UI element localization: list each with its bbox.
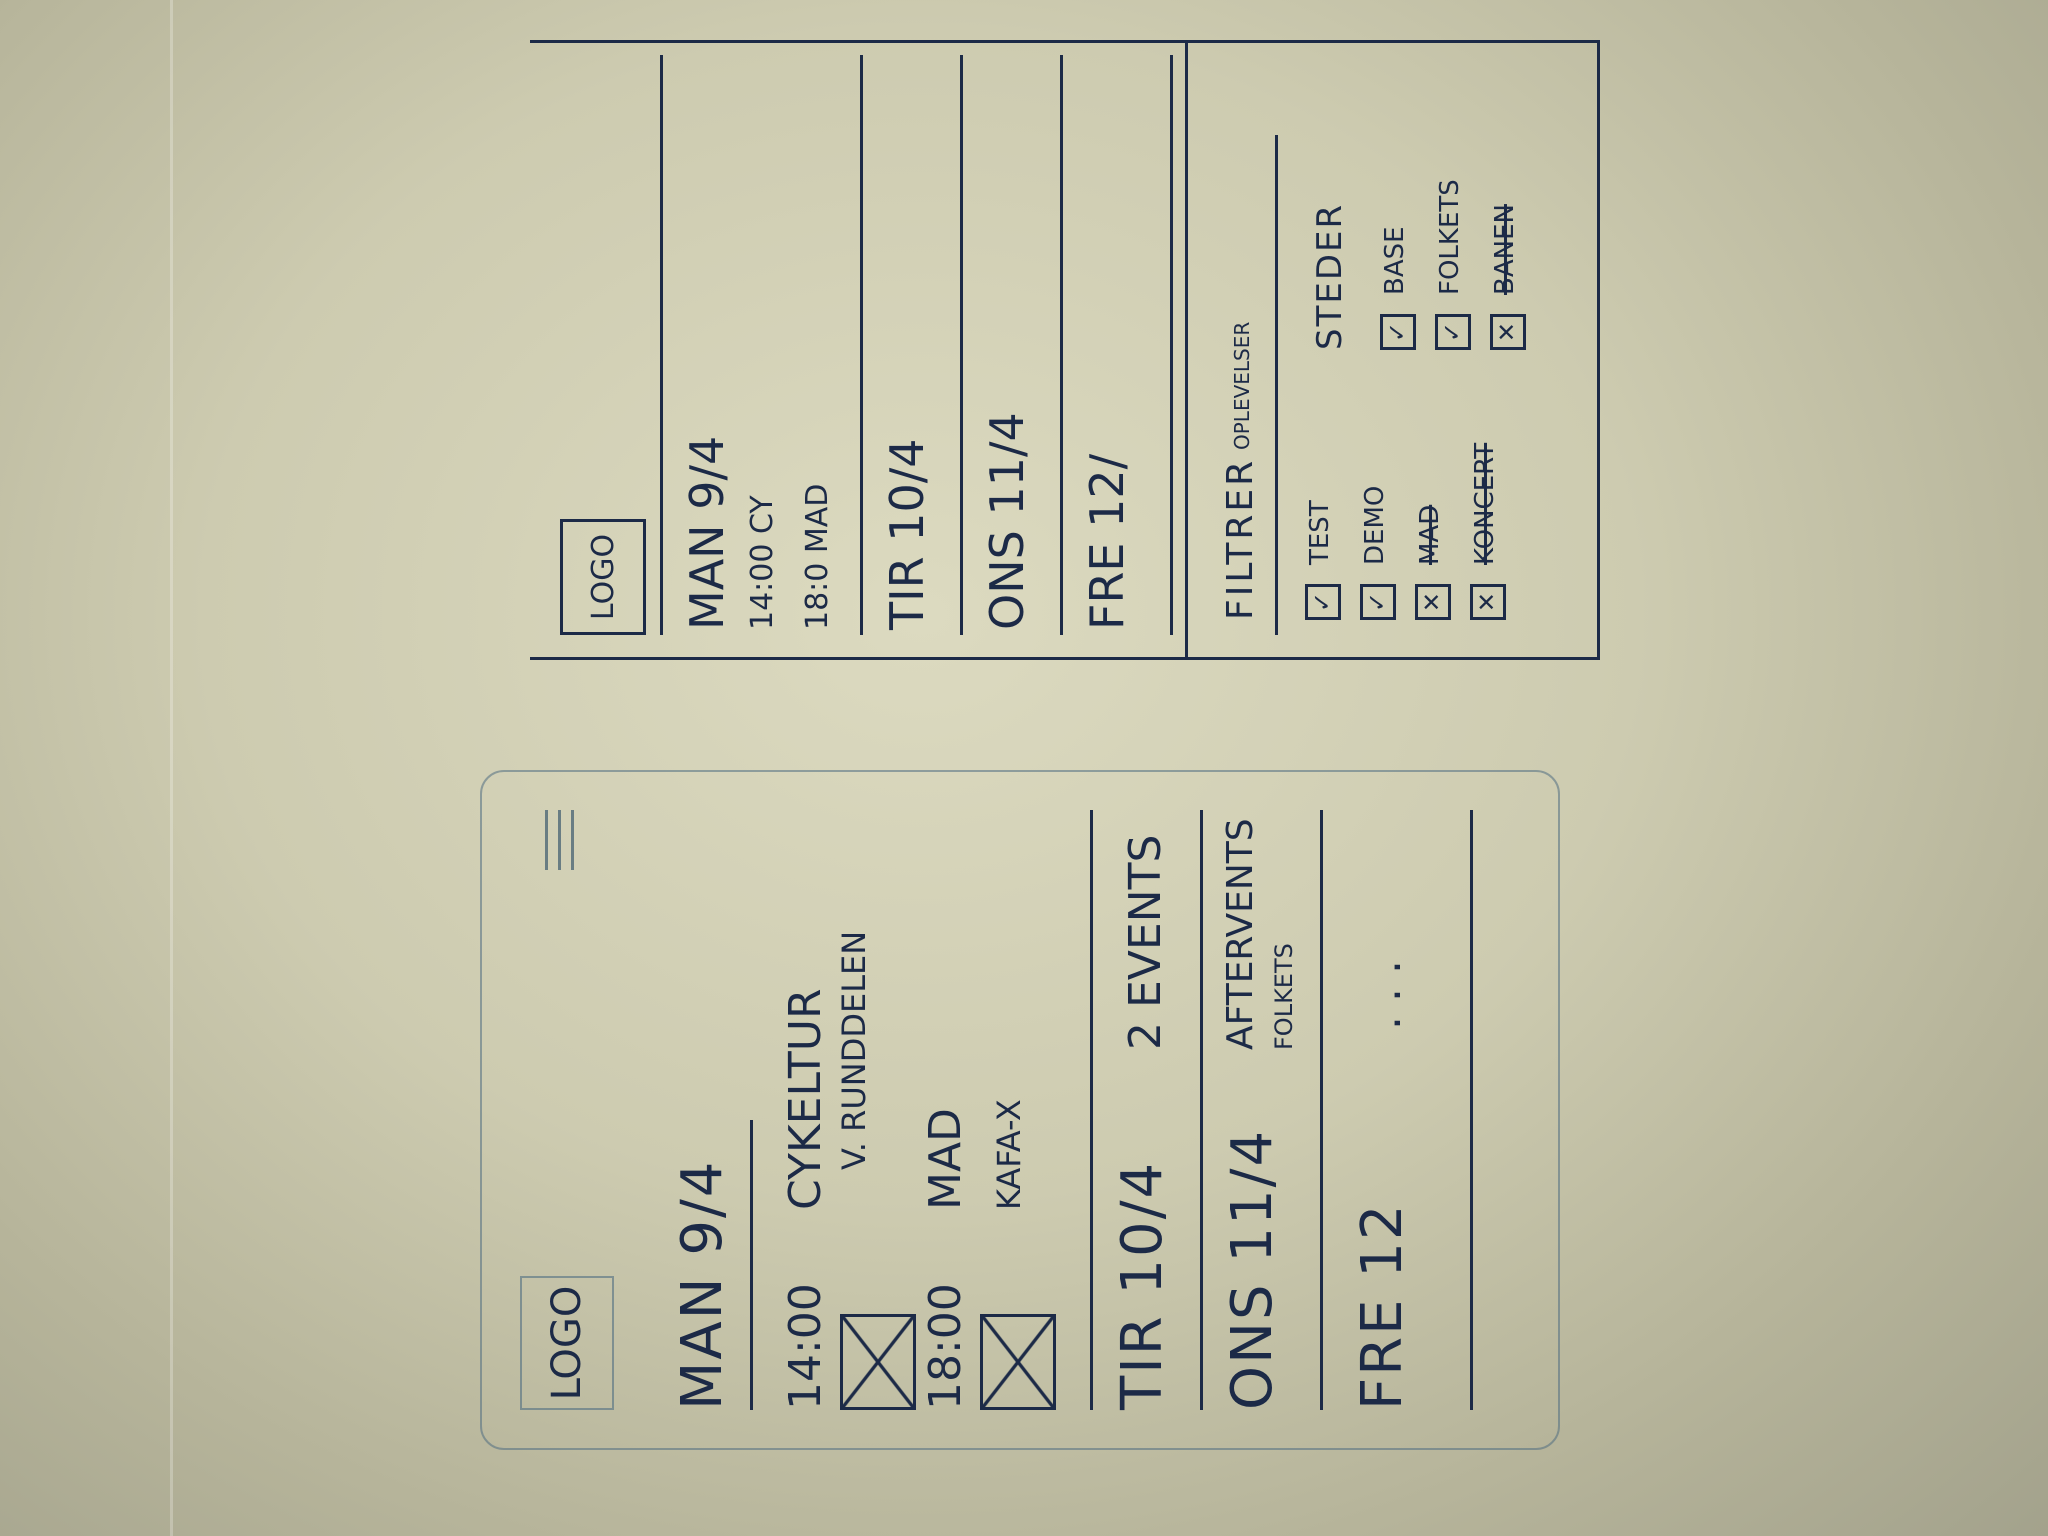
- divider: [1200, 810, 1203, 1410]
- divider: [1320, 810, 1323, 1410]
- filter-title: FILTRER: [1220, 457, 1261, 620]
- mobile-more-ellipsis: . . .: [1360, 960, 1411, 1030]
- checkbox-checked-icon[interactable]: ✓: [1380, 314, 1416, 350]
- divider: [1170, 55, 1173, 635]
- mobile-event-title[interactable]: MAD: [920, 1108, 971, 1210]
- checkbox-unchecked-icon[interactable]: ✕: [1415, 584, 1451, 620]
- mobile-day-summary: 2 EVENTS: [1120, 834, 1171, 1050]
- mobile-event-subtitle: V. RUNDDELEN: [835, 930, 873, 1170]
- filter-subtitle: OPLEVELSER: [1230, 321, 1254, 450]
- desktop-logo-box: LOGO: [560, 519, 646, 635]
- desktop-day-tuesday[interactable]: TIR 10/4: [880, 438, 934, 630]
- mobile-event-subtitle: KAFA-X: [990, 1099, 1028, 1210]
- places-title: STEDER: [1310, 202, 1350, 350]
- divider: [1470, 810, 1473, 1410]
- filter-option-label: MAD: [1415, 504, 1445, 565]
- image-placeholder-icon: [980, 1314, 1056, 1410]
- checkbox-checked-icon[interactable]: ✓: [1435, 314, 1471, 350]
- desktop-event-time[interactable]: 14:00 CY: [745, 495, 780, 630]
- filter-option-label: KONCERT: [1470, 442, 1500, 565]
- divider: [960, 55, 963, 635]
- mobile-event-time: 18:00: [920, 1283, 971, 1410]
- checkbox-checked-icon[interactable]: ✓: [1360, 584, 1396, 620]
- desktop-logo-label: LOGO: [585, 533, 621, 621]
- filter-option-label: TEST: [1305, 500, 1335, 565]
- mobile-day-wednesday[interactable]: ONS 11/4: [1220, 1128, 1285, 1410]
- panel-split: [1185, 40, 1188, 660]
- divider: [1060, 55, 1063, 635]
- mobile-day-tuesday[interactable]: TIR 10/4: [1110, 1160, 1175, 1410]
- place-option-label: BASE: [1380, 226, 1410, 295]
- mobile-day-extra: FOLKETS: [1270, 943, 1298, 1050]
- checkbox-unchecked-icon[interactable]: ✕: [1490, 314, 1526, 350]
- paper-edge: [170, 0, 173, 1536]
- divider: [1275, 135, 1278, 635]
- desktop-day-wednesday[interactable]: ONS 11/4: [980, 412, 1034, 630]
- divider: [860, 55, 863, 635]
- desktop-wireframe-sketch: LOGO MAN 9/4 14:00 CY 18:0 MAD TIR 10/4 …: [530, 40, 1600, 660]
- place-option-label: FOLKETS: [1435, 179, 1465, 295]
- divider: [750, 1120, 753, 1410]
- image-placeholder-icon: [840, 1314, 916, 1410]
- mobile-logo-label: LOGO: [544, 1285, 590, 1401]
- mobile-day-summary: AFTERVENTS: [1220, 818, 1261, 1050]
- desktop-event-time[interactable]: 18:0 MAD: [800, 483, 835, 630]
- mobile-event-title[interactable]: CYKELTUR: [780, 988, 831, 1210]
- place-option-label: BANEN: [1490, 204, 1520, 295]
- desktop-day-friday[interactable]: FRE 12/: [1080, 453, 1134, 630]
- mobile-event-time: 14:00: [780, 1283, 831, 1410]
- divider: [660, 55, 663, 635]
- filter-option-label: DEMO: [1360, 485, 1390, 565]
- desktop-day-monday[interactable]: MAN 9/4: [680, 435, 734, 630]
- mobile-day-friday[interactable]: FRE 12: [1350, 1202, 1415, 1410]
- checkbox-checked-icon[interactable]: ✓: [1305, 584, 1341, 620]
- hamburger-menu-icon[interactable]: [535, 810, 584, 870]
- mobile-wireframe-sketch: LOGO MAN 9/4 14:00 CYKELTUR V. RUNDDELEN…: [480, 770, 1560, 1450]
- mobile-logo-box: LOGO: [520, 1276, 614, 1410]
- checkbox-unchecked-icon[interactable]: ✕: [1470, 584, 1506, 620]
- mobile-day-monday[interactable]: MAN 9/4: [670, 1159, 735, 1410]
- divider: [1090, 810, 1093, 1410]
